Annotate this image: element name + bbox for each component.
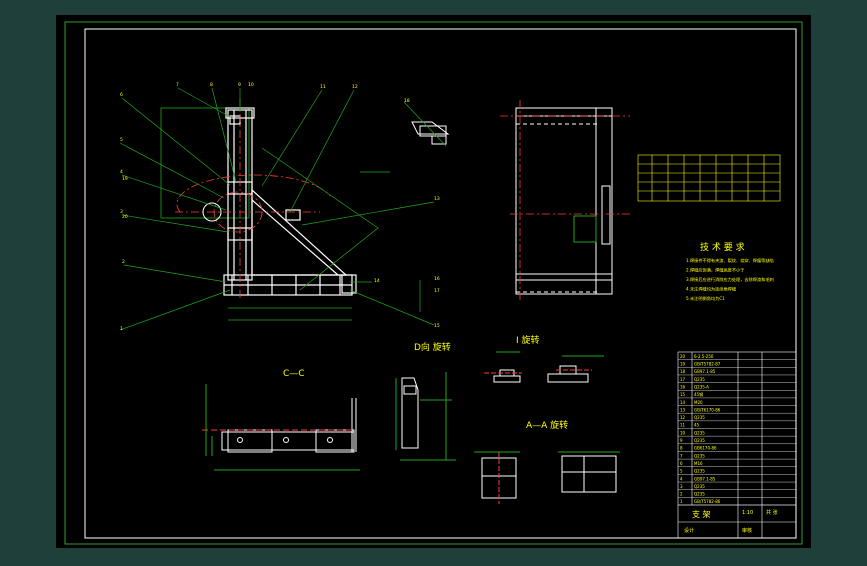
bom-index: 5 xyxy=(680,469,683,474)
bom-spec: Q235 xyxy=(694,438,705,443)
bom-spec: GB97.1-85 xyxy=(694,369,716,374)
bom-index: 15 xyxy=(680,392,686,397)
bom-index: 4 xyxy=(680,476,683,481)
main-view-centerlines xyxy=(175,98,331,300)
bom-index: 10 xyxy=(680,430,686,435)
bom-index: 17 xyxy=(680,377,686,382)
tech-line: 4.未注焊缝均为连续角焊缝 xyxy=(686,286,737,293)
bom-spec: M20 xyxy=(694,400,703,405)
view-d xyxy=(395,372,456,461)
section-cc xyxy=(202,384,360,471)
bom-spec: GB/T5782-86 xyxy=(694,499,721,504)
bom-spec: GB/T6170-86 xyxy=(694,407,721,412)
bom-index: 1 xyxy=(680,499,683,504)
titleblock-design: 设计 xyxy=(684,527,694,534)
side-view-centerlines xyxy=(500,100,630,300)
bom-index: 14 xyxy=(680,400,686,405)
bom-index: 11 xyxy=(680,423,686,428)
tech-title: 技 术 要 求 xyxy=(700,241,745,253)
view-i xyxy=(484,351,604,383)
parameter-table xyxy=(637,154,781,202)
bom-spec: 45钢 xyxy=(694,391,703,397)
bom-spec: Q235 xyxy=(694,492,705,497)
callout-number: 2 xyxy=(122,259,125,265)
bom-spec: Q235 xyxy=(694,469,705,474)
pin-hole xyxy=(202,202,222,222)
bom-spec: Q235 xyxy=(694,430,705,435)
bom-spec: GB97.1-85 xyxy=(694,476,716,481)
tech-requirements: 1.焊接件不得有夹渣、裂纹、烧穿、焊瘤等缺陷 2.焊缝应饱满，焊缝高度不小于 3.焊… xyxy=(686,257,774,302)
bom-index: 8 xyxy=(680,446,683,451)
titleblock-check: 审核 xyxy=(742,527,752,534)
inner-border xyxy=(84,28,797,539)
callout-number: 8 xyxy=(210,82,213,88)
callout-number: 6 xyxy=(120,92,123,98)
bom-spec: 45 xyxy=(694,423,700,428)
bom-spec: Q235 xyxy=(694,484,705,489)
label-view-i: I 旋转 xyxy=(516,334,540,346)
view-aa xyxy=(474,451,620,504)
bom-index: 18 xyxy=(680,369,686,374)
bom-spec: GB6170-86 xyxy=(694,446,717,451)
callout-number: 19 xyxy=(122,176,128,182)
outer-border xyxy=(64,21,803,545)
tech-line: 5.未注明倒角均为C1 xyxy=(686,295,725,302)
bom-spec: 6-2.5-250 xyxy=(694,354,714,359)
callout-number: 17 xyxy=(434,288,440,294)
callout-number: 16 xyxy=(434,276,440,282)
titleblock-sheet: 共 张 xyxy=(766,509,778,516)
bom-index: 9 xyxy=(680,438,683,443)
callout-number: 3 xyxy=(120,209,123,215)
callout-number: 14 xyxy=(374,278,380,284)
titleblock-name: 支 架 xyxy=(692,509,711,519)
callout-number: 9 xyxy=(238,82,241,88)
callout-number: 20 xyxy=(122,214,128,220)
label-section-cc: C—C xyxy=(283,369,305,379)
bom-index: 16 xyxy=(680,384,686,389)
callout-number: 13 xyxy=(434,196,440,202)
bom-index: 20 xyxy=(680,354,686,359)
bom-spec: M16 xyxy=(694,461,703,466)
bom-index: 19 xyxy=(680,362,686,367)
bom-index: 2 xyxy=(680,492,683,497)
bom-spec: Q235 xyxy=(694,453,705,458)
weld-detail xyxy=(403,101,450,147)
callout-number: 5 xyxy=(120,137,123,143)
callout-number: 12 xyxy=(352,84,358,90)
callout-number: 7 xyxy=(176,82,179,88)
callout-number: 10 xyxy=(248,82,254,88)
bom-index: 3 xyxy=(680,484,683,489)
label-view-d: D向 旋转 xyxy=(414,341,451,353)
titleblock-scale: 1:10 xyxy=(742,510,753,516)
tech-line: 3.焊接后应进行消除应力处理，去除焊渣和毛刺 xyxy=(686,276,774,283)
label-view-aa: A—A 旋转 xyxy=(526,419,568,431)
callout-number: 15 xyxy=(434,323,440,329)
callout-number: 4 xyxy=(120,169,123,175)
callout-number: 18 xyxy=(404,98,410,104)
main-view-leaders xyxy=(119,87,435,331)
tech-line: 2.焊缝应饱满，焊缝高度不小于 xyxy=(686,267,744,274)
bom-spec: GB/T5782-87 xyxy=(694,362,721,367)
callout-number: 1 xyxy=(120,326,123,332)
bom-index: 7 xyxy=(680,453,683,458)
bom-spec: Q235 xyxy=(694,377,705,382)
tech-line: 1.焊接件不得有夹渣、裂纹、烧穿、焊瘤等缺陷 xyxy=(686,257,774,264)
bom-spec: Q235 xyxy=(694,415,705,420)
callout-number: 11 xyxy=(320,84,326,90)
bom-index: 6 xyxy=(680,461,683,466)
bom-index: 12 xyxy=(680,415,686,420)
bom-spec: Q235-A xyxy=(694,384,709,389)
bom-index: 13 xyxy=(680,407,686,412)
